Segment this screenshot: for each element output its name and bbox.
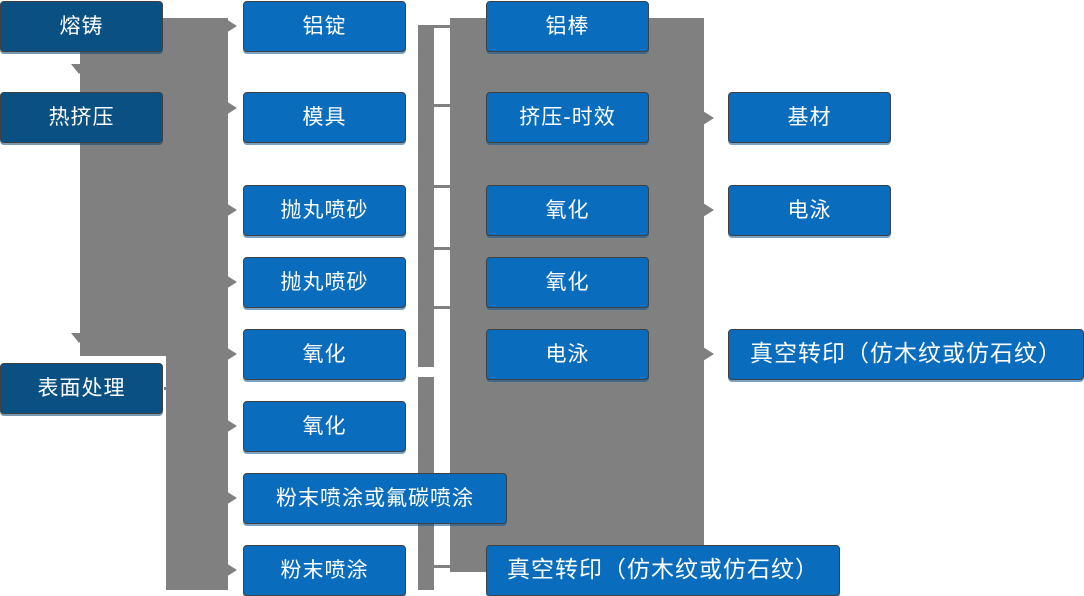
col2-powder[interactable]: 粉末喷涂	[243, 545, 406, 596]
col2-oxidation-2[interactable]: 氧化	[243, 401, 406, 452]
col2-ingot-label: 铝锭	[302, 14, 347, 38]
connector-arrow-col4-3	[703, 347, 714, 361]
connector-trunk-column2	[166, 18, 228, 590]
col2-powder-fluoro[interactable]: 粉末喷涂或氟碳喷涂	[243, 473, 507, 524]
col3-extrude[interactable]: 挤压-时效	[486, 92, 649, 143]
col4-electro[interactable]: 电泳	[728, 185, 891, 236]
connector-arrow-col2-4	[226, 275, 237, 289]
stage-surface[interactable]: 表面处理	[0, 363, 163, 414]
col4-substrate-label: 基材	[787, 105, 832, 129]
col2-ingot[interactable]: 铝锭	[243, 1, 406, 52]
col3-bar-label: 铝棒	[545, 14, 590, 38]
connector-stage-arrow-surface	[71, 333, 87, 343]
connector-tie-6	[432, 565, 454, 568]
connector-arrow-col2-1	[226, 19, 237, 33]
col3-oxidation-2[interactable]: 氧化	[486, 257, 649, 308]
col3-vacuum-label: 真空转印（仿木纹或仿石纹）	[507, 557, 819, 583]
col2-shotblast-1-label: 抛丸喷砂	[280, 198, 369, 222]
connector-arrow-col2-8	[226, 563, 237, 577]
connector-stage-arrow-extrusion	[71, 64, 87, 74]
stage-surface-label: 表面处理	[37, 376, 126, 400]
col4-vacuum[interactable]: 真空转印（仿木纹或仿石纹）	[728, 329, 1084, 380]
col2-shotblast-2[interactable]: 抛丸喷砂	[243, 257, 406, 308]
col4-electro-label: 电泳	[787, 198, 832, 222]
col2-oxidation-1[interactable]: 氧化	[243, 329, 406, 380]
connector-arrow-col2-5	[226, 347, 237, 361]
connector-arrow-col4-2	[703, 203, 714, 217]
stage-melting[interactable]: 熔铸	[0, 1, 163, 52]
connector-arrow-col2-7	[226, 491, 237, 505]
col3-oxidation-1[interactable]: 氧化	[486, 185, 649, 236]
col3-extrude-label: 挤压-时效	[519, 105, 616, 129]
col3-vacuum[interactable]: 真空转印（仿木纹或仿石纹）	[486, 545, 840, 596]
col2-shotblast-2-label: 抛丸喷砂	[280, 270, 369, 294]
connector-arrow-col2-3	[226, 203, 237, 217]
col2-shotblast-1[interactable]: 抛丸喷砂	[243, 185, 406, 236]
col2-oxidation-2-label: 氧化	[302, 414, 347, 438]
col2-mold[interactable]: 模具	[243, 92, 406, 143]
connector-arrow-col2-2	[226, 101, 237, 115]
col4-substrate[interactable]: 基材	[728, 92, 891, 143]
connector-tie-5	[432, 306, 454, 309]
col2-mold-label: 模具	[302, 105, 347, 129]
connector-arrow-col4-1	[703, 111, 714, 125]
stage-extrusion[interactable]: 热挤压	[0, 92, 163, 143]
connector-tie-2	[432, 104, 454, 107]
connector-stage-band	[80, 18, 166, 356]
connector-tie-3	[432, 185, 454, 188]
col4-vacuum-label: 真空转印（仿木纹或仿石纹）	[750, 341, 1062, 367]
connector-arrow-col2-6	[226, 419, 237, 433]
connector-tie-4	[432, 247, 454, 250]
col3-electro-label: 电泳	[545, 342, 590, 366]
col2-powder-label: 粉末喷涂	[280, 558, 369, 582]
stage-melting-label: 熔铸	[59, 14, 104, 38]
col3-electro[interactable]: 电泳	[486, 329, 649, 380]
col3-oxidation-2-label: 氧化	[545, 270, 590, 294]
connector-tie-1	[432, 25, 454, 28]
col2-powder-fluoro-label: 粉末喷涂或氟碳喷涂	[276, 486, 474, 510]
connector-riser-upper	[418, 25, 434, 367]
col3-oxidation-1-label: 氧化	[545, 198, 590, 222]
stage-extrusion-label: 热挤压	[48, 105, 115, 129]
connector-surface-to-trunk	[164, 387, 186, 390]
col2-oxidation-1-label: 氧化	[302, 342, 347, 366]
col3-bar[interactable]: 铝棒	[486, 1, 649, 52]
